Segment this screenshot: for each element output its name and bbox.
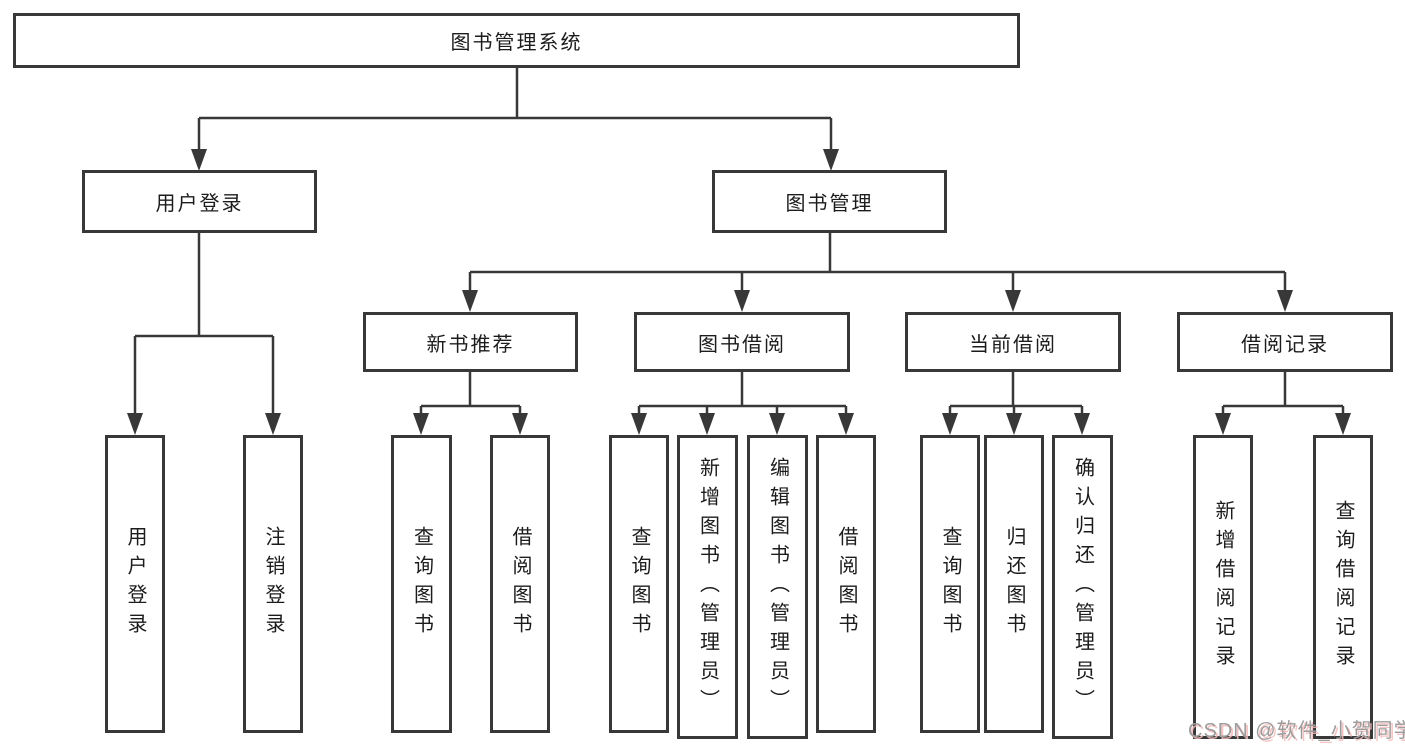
- arrow-down-icon: [1215, 413, 1231, 435]
- leaf-current-query-books: 查询图书: [920, 435, 980, 733]
- arrow-down-icon: [734, 290, 750, 312]
- node-root: 图书管理系统: [13, 13, 1020, 68]
- leaf-current-return-books: 归还图书: [984, 435, 1044, 733]
- connector-borrow-records: [1221, 372, 1345, 414]
- connector-new-book: [419, 372, 522, 414]
- arrow-down-icon: [631, 413, 647, 435]
- node-current-borrow: 当前借阅: [905, 312, 1121, 372]
- arrow-down-icon: [265, 413, 281, 435]
- leaf-borrow-query-books: 查询图书: [609, 435, 669, 733]
- arrow-down-icon: [462, 290, 478, 312]
- arrow-down-icon: [838, 413, 854, 435]
- connector-lines: [133, 68, 1345, 414]
- node-user-login: 用户登录: [82, 170, 317, 233]
- node-book-management: 图书管理: [712, 170, 947, 233]
- connector-current-borrow: [948, 372, 1084, 414]
- csdn-watermark: CSDN @软件_小贺同学: [1188, 720, 1405, 742]
- arrow-down-icon: [942, 413, 958, 435]
- arrowheads: [127, 149, 1351, 435]
- arrow-down-icon: [769, 413, 785, 435]
- arrow-down-icon: [1006, 413, 1022, 435]
- connector-book-management: [468, 233, 1287, 291]
- leaf-newbook-borrow-books: 借阅图书: [490, 435, 550, 733]
- arrow-down-icon: [1335, 413, 1351, 435]
- arrow-down-icon: [1074, 413, 1090, 435]
- leaf-records-query-borrow-record: 查询借阅记录: [1313, 435, 1373, 739]
- node-book-borrow: 图书借阅: [634, 312, 850, 372]
- leaf-borrow-borrow-books: 借阅图书: [816, 435, 876, 733]
- arrow-down-icon: [512, 413, 528, 435]
- arrow-down-icon: [413, 413, 429, 435]
- connector-user-login: [133, 233, 275, 414]
- leaf-current-confirm-return-admin: 确认归还（管理员）: [1052, 435, 1113, 739]
- leaf-borrow-edit-books-admin: 编辑图书（管理员）: [747, 435, 808, 739]
- arrow-down-icon: [1005, 290, 1021, 312]
- connector-book-borrow: [637, 372, 848, 414]
- node-borrow-records: 借阅记录: [1177, 312, 1393, 372]
- arrow-down-icon: [823, 149, 839, 171]
- arrow-down-icon: [699, 413, 715, 435]
- leaf-user-login: 用户登录: [105, 435, 165, 733]
- node-new-book-recommend: 新书推荐: [363, 312, 578, 372]
- arrow-down-icon: [127, 413, 143, 435]
- arrow-down-icon: [191, 149, 207, 171]
- connector-root: [197, 68, 833, 150]
- leaf-newbook-query-books: 查询图书: [391, 435, 452, 733]
- leaf-borrow-add-books-admin: 新增图书（管理员）: [677, 435, 738, 739]
- leaf-logout-login: 注销登录: [243, 435, 303, 733]
- arrow-down-icon: [1277, 290, 1293, 312]
- leaf-records-add-borrow-record: 新增借阅记录: [1193, 435, 1253, 739]
